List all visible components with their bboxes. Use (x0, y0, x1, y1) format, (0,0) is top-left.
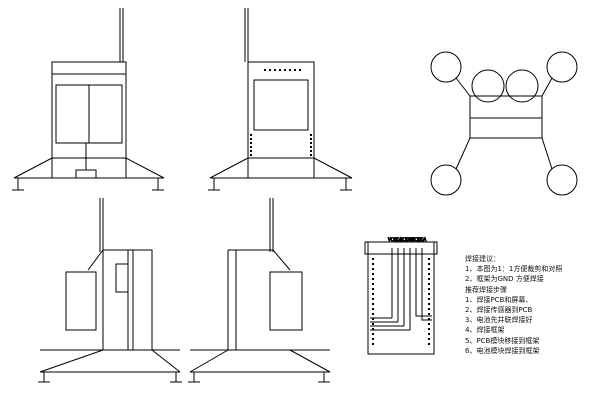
notes-line-2: 2、框架为GND 方便焊接 (465, 275, 544, 284)
pcb-pin-label: SDA (394, 237, 403, 242)
pad-dot (372, 258, 374, 260)
pad-dot (289, 69, 291, 71)
pad-dot (372, 298, 374, 300)
pad-dot (428, 328, 430, 330)
pad-dot (264, 69, 266, 71)
pad-dot (372, 288, 374, 290)
pad-dot (279, 69, 281, 71)
pad-dot (372, 338, 374, 340)
pad-dot (372, 303, 374, 305)
rear-view-pads (250, 69, 312, 156)
pad-dot (250, 142, 252, 144)
pad-dot (372, 278, 374, 280)
notes-line-8: 5、PCB模块移接到框架 (465, 336, 540, 345)
pad-dot (372, 308, 374, 310)
pad-dot (250, 146, 252, 148)
pcb-pin-label: GND (406, 237, 415, 242)
pad-dot (310, 134, 312, 136)
pad-dot (428, 278, 430, 280)
pcb-pin-label: SDA (418, 237, 427, 242)
pad-dot (428, 318, 430, 320)
pad-dot (372, 293, 374, 295)
pad-dot (372, 318, 374, 320)
pcb-pin-label: SCL (400, 237, 408, 242)
pad-dot (269, 69, 271, 71)
pad-dot (310, 154, 312, 156)
pad-dot (428, 273, 430, 275)
pad-dot (274, 69, 276, 71)
pad-dot (284, 69, 286, 71)
pad-dot (372, 283, 374, 285)
pad-dot (428, 313, 430, 315)
top-view-frame (430, 51, 578, 196)
side-view-left (38, 198, 182, 383)
welding-notes: 焊接建议： 1、本图为1：1方便裁剪和对照 2、框架为GND 方便焊接 推荐焊接… (465, 254, 562, 356)
notes-line-5: 2、焊接传感器到PCB (465, 306, 533, 315)
pcb-board (364, 241, 438, 355)
pad-dot (428, 293, 430, 295)
notes-line-1: 1、本图为1：1方便裁剪和对照 (465, 265, 563, 274)
pad-dot (372, 328, 374, 330)
pad-dot (250, 150, 252, 152)
pad-dot (372, 313, 374, 315)
notes-line-4: 1、焊接PCB和屏幕、 (465, 295, 533, 304)
pad-dot (428, 323, 430, 325)
pad-dot (428, 333, 430, 335)
pad-dot (428, 268, 430, 270)
pad-dot (310, 146, 312, 148)
pcb-pin-label: SCL (412, 237, 420, 242)
notes-line-3: 推荐焊接步骤 (465, 285, 507, 294)
pad-dot (428, 298, 430, 300)
pad-dot (372, 343, 374, 345)
notes-title: 焊接建议： (465, 255, 500, 263)
pad-dot (299, 69, 301, 71)
pad-dot (294, 69, 296, 71)
notes-line-7: 4、焊接框架 (465, 326, 505, 335)
pad-dot (372, 333, 374, 335)
pad-dot (310, 150, 312, 152)
pad-dot (428, 258, 430, 260)
pad-dot (428, 303, 430, 305)
pad-dot (428, 283, 430, 285)
pad-dot (428, 343, 430, 345)
front-view-frame (12, 8, 165, 191)
pad-dot (310, 142, 312, 144)
pad-dot (428, 338, 430, 340)
pad-dot (372, 273, 374, 275)
pad-dot (250, 134, 252, 136)
pad-dot (372, 323, 374, 325)
notes-line-6: 3、电池先并联焊接好 (465, 316, 533, 325)
pcb-pads (372, 258, 430, 345)
pad-dot (428, 288, 430, 290)
pad-dot (428, 263, 430, 265)
pad-dot (372, 268, 374, 270)
pad-dot (372, 263, 374, 265)
pad-dot (310, 138, 312, 140)
pad-dot (250, 154, 252, 156)
pad-dot (428, 308, 430, 310)
pad-dot (250, 138, 252, 140)
side-view-right (188, 198, 331, 383)
pcb-pin-label: VCC (388, 237, 397, 242)
rear-view-frame (208, 8, 353, 191)
notes-line-9: 6、电池模块焊接到框架 (465, 346, 540, 355)
